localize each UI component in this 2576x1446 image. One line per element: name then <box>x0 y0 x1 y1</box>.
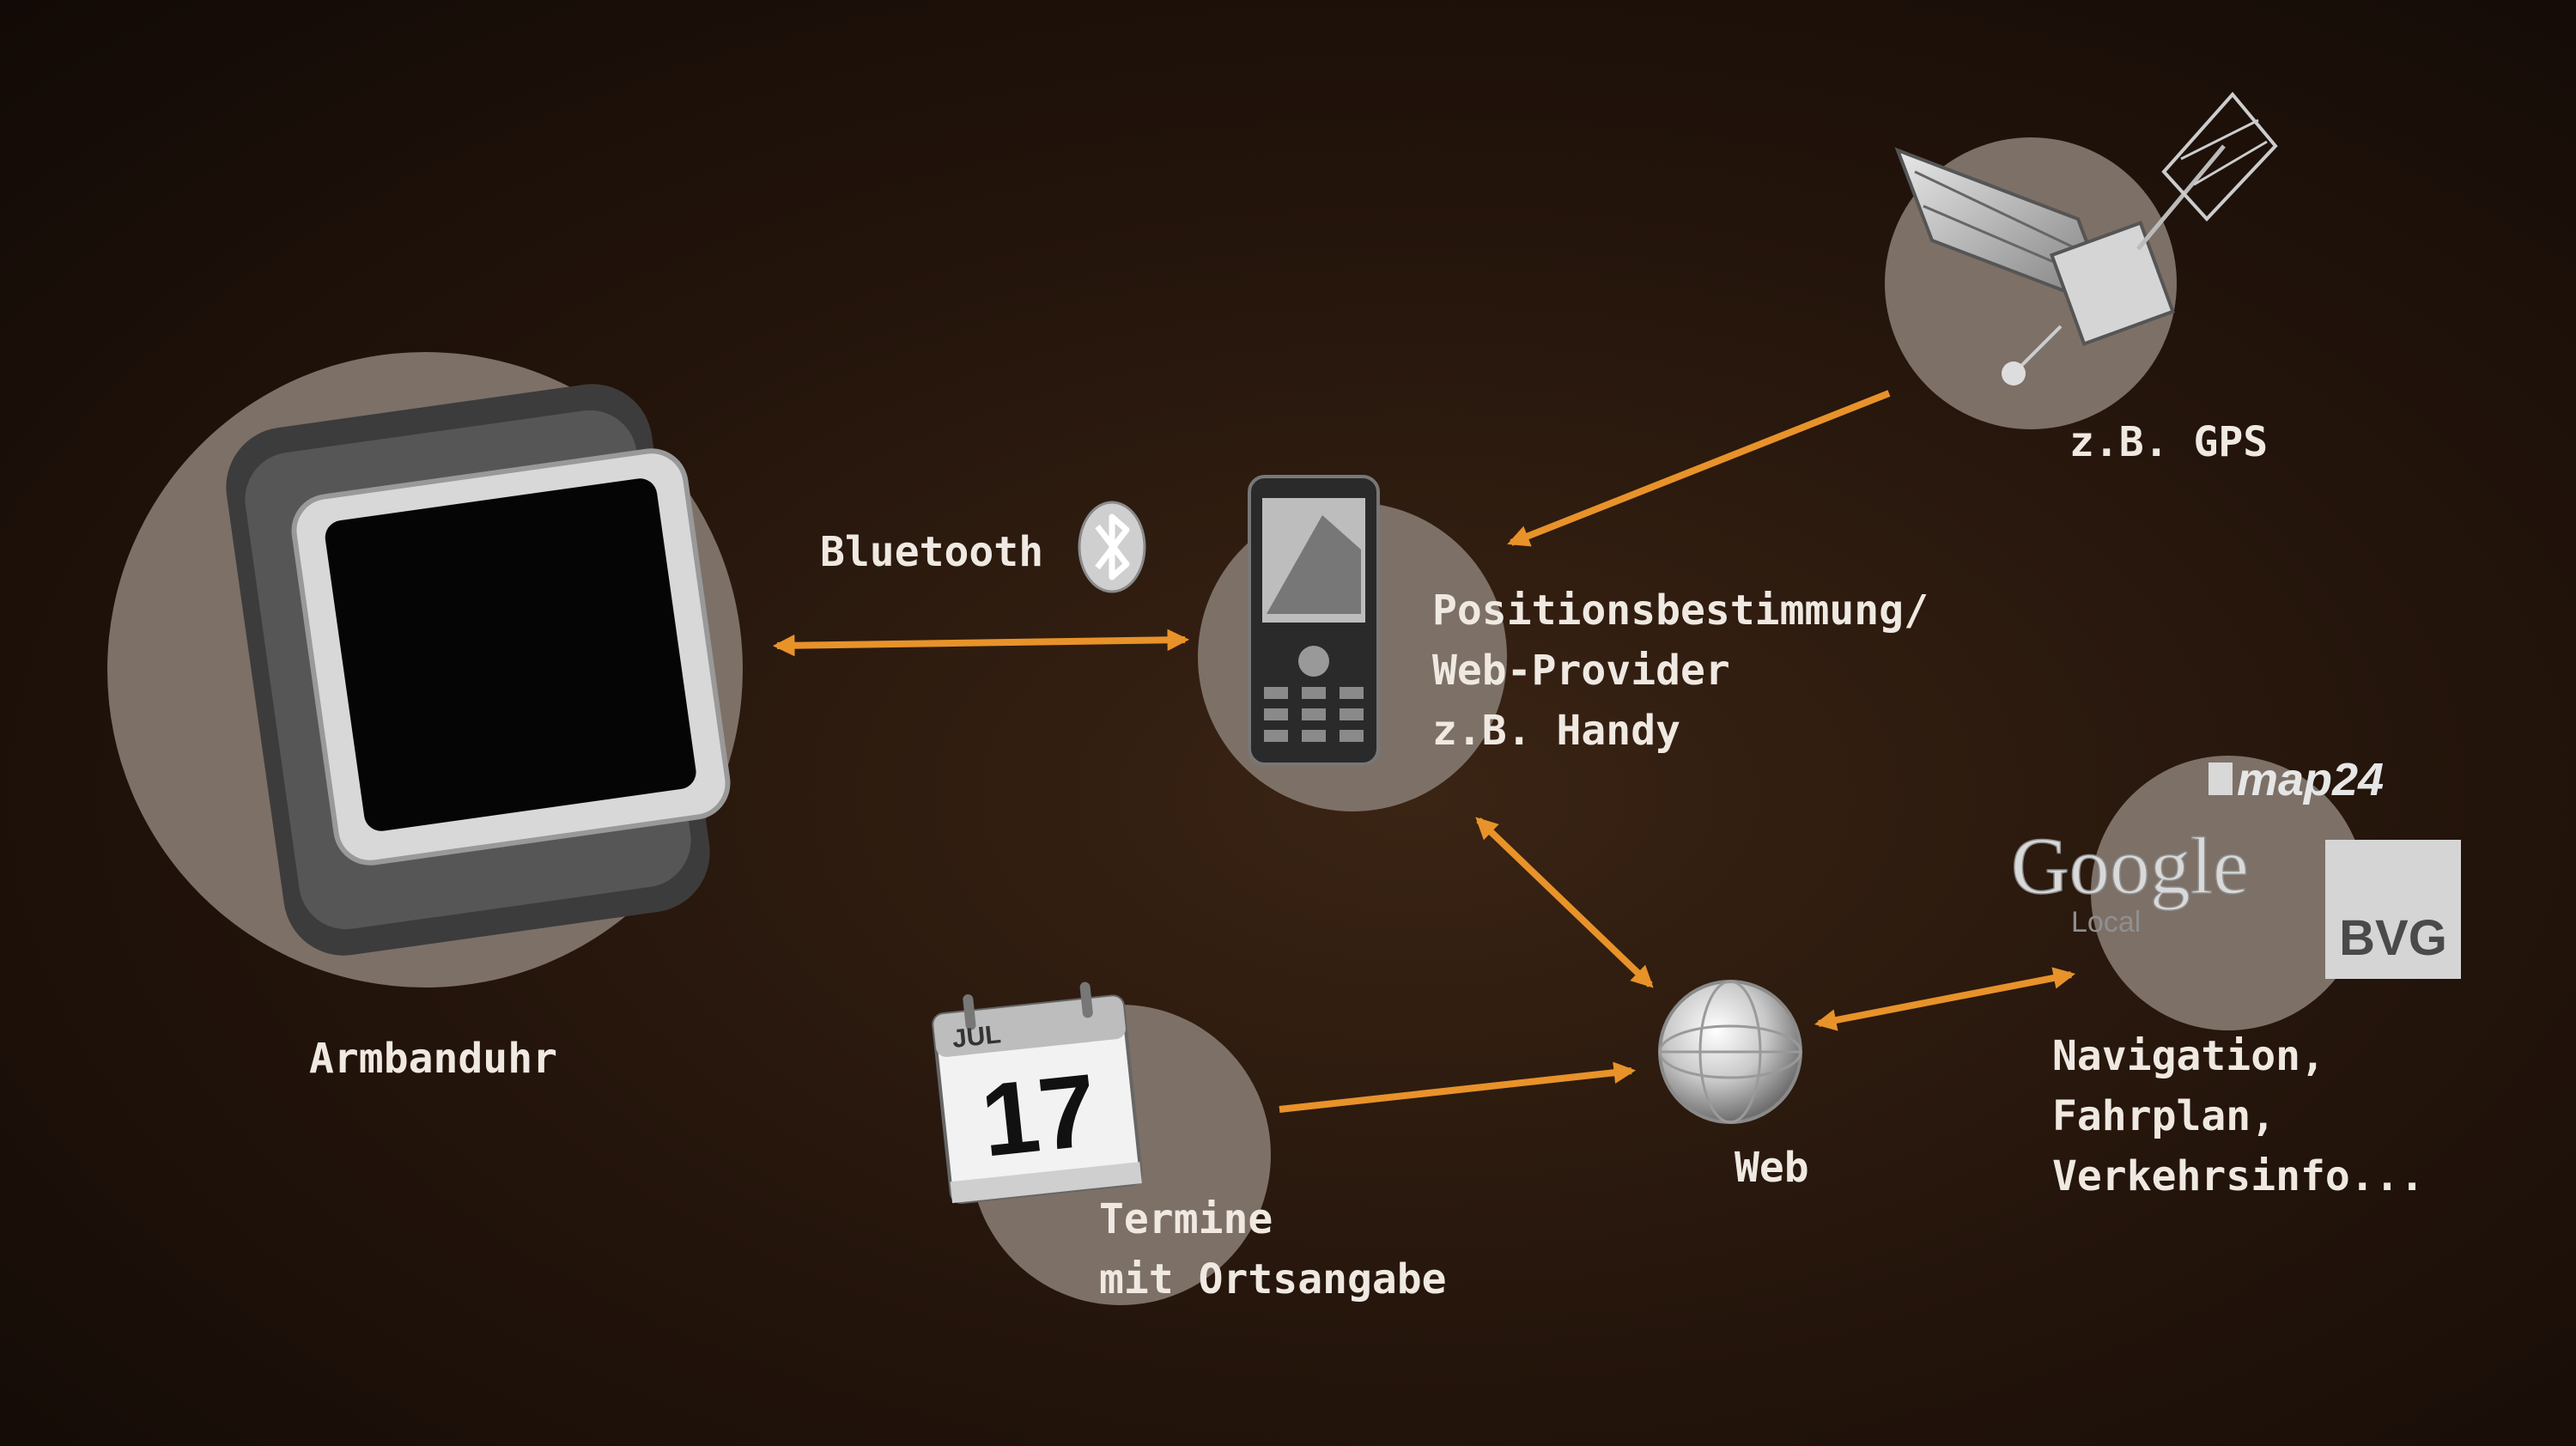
wristwatch-icon <box>226 384 731 956</box>
phone-web-arrow <box>1475 817 1654 988</box>
watch-phone-arrow <box>772 629 1190 657</box>
bluetooth-icon <box>1078 501 1146 593</box>
bluetooth-label: Bluetooth <box>820 528 1044 576</box>
services-circle <box>2091 756 2366 1030</box>
gps-label: z.B. GPS <box>2069 418 2269 466</box>
calendar-label: Termine mit Ortsangabe <box>1099 1189 1447 1309</box>
calendar-web-arrow <box>1279 1061 1637 1113</box>
watch-label: Armbanduhr <box>309 1035 557 1083</box>
phone-label-line3: z.B. Handy <box>1432 707 1680 755</box>
google-logo-text: Google <box>2011 822 2249 911</box>
globe-icon <box>1658 980 1802 1124</box>
gps-phone-arrow <box>1507 390 1891 547</box>
bvg-logo: BVG <box>2325 840 2461 979</box>
services-label-line1: Navigation, <box>2052 1032 2325 1080</box>
web-services-arrow <box>1814 967 2076 1031</box>
calendar-label-line1: Termine <box>1099 1195 1273 1243</box>
calendar-label-line2: mit Ortsangabe <box>1099 1255 1447 1303</box>
phone-label-line1: Positionsbestimmung/ <box>1432 586 1929 635</box>
mobile-phone-icon <box>1248 475 1380 766</box>
map24-logo: map24 <box>2208 754 2384 805</box>
web-label: Web <box>1735 1144 1809 1192</box>
google-logo-subtext: Local <box>2071 906 2141 939</box>
calendar-icon: JUL 17 <box>932 981 1143 1204</box>
services-label: Navigation, Fahrplan, Verkehrsinfo... <box>2052 1026 2424 1206</box>
google-local-logo: Google Local <box>2010 821 2249 939</box>
calendar-day: 17 <box>976 1052 1103 1178</box>
calendar-month: JUL <box>951 1020 1002 1054</box>
phone-label: Positionsbestimmung/ Web-Provider z.B. H… <box>1432 580 1929 761</box>
map24-logo-text: map24 <box>2237 754 2384 805</box>
satellite-icon <box>1894 91 2278 386</box>
phone-label-line2: Web-Provider <box>1432 647 1730 695</box>
bvg-logo-text: BVG <box>2339 910 2447 966</box>
services-label-line3: Verkehrsinfo... <box>2052 1152 2425 1200</box>
services-label-line2: Fahrplan, <box>2052 1092 2276 1140</box>
